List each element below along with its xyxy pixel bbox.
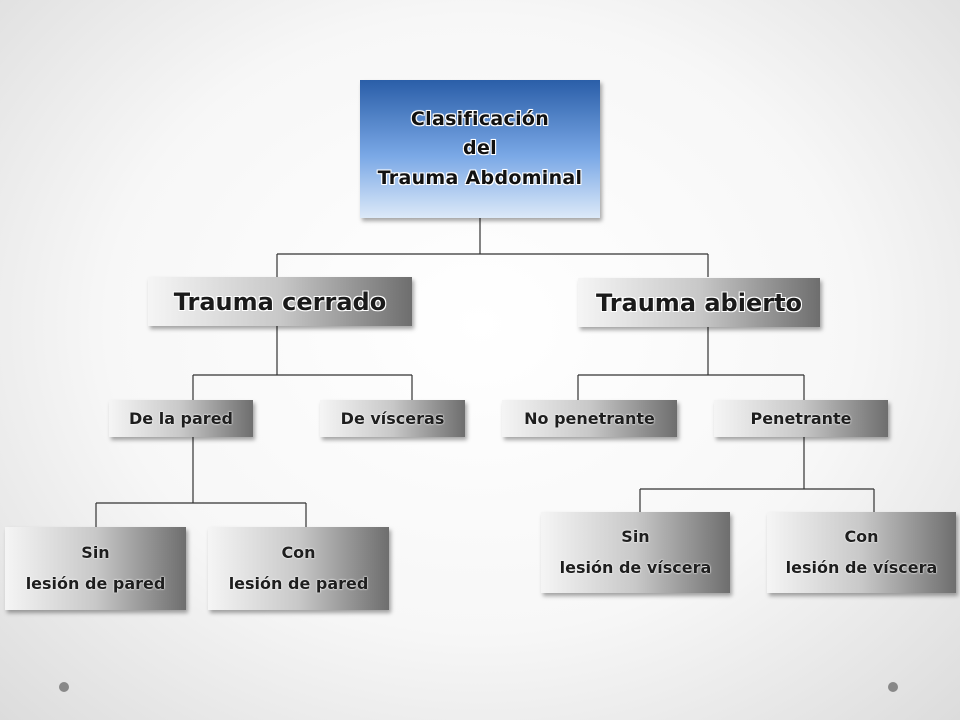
node-de-visceras-label: De vísceras xyxy=(340,408,445,428)
node-con-lesion-pared-line-2: lesión de pared xyxy=(228,573,369,593)
node-sin-lesion-viscera-line-2: lesión de víscera xyxy=(559,557,712,577)
connector-pared xyxy=(95,437,307,527)
node-penetrante-label: Penetrante xyxy=(750,408,852,428)
connector-cerrado xyxy=(192,326,413,400)
node-penetrante: Penetrante xyxy=(714,400,888,437)
root-node: Clasificación del Trauma Abdominal xyxy=(360,80,600,218)
node-con-lesion-viscera: Con lesión de víscera xyxy=(767,512,956,593)
connector-abierto xyxy=(577,327,805,400)
decorative-dot-right xyxy=(888,682,898,692)
node-con-lesion-pared-line-1: Con xyxy=(281,543,316,563)
node-no-penetrante: No penetrante xyxy=(502,400,677,437)
node-trauma-abierto-label: Trauma abierto xyxy=(595,288,803,317)
root-line-1: Clasificación xyxy=(410,107,550,130)
node-sin-lesion-pared-line-2: lesión de pared xyxy=(25,573,166,593)
connector-root xyxy=(276,218,709,277)
connector-penetrante xyxy=(639,437,875,512)
node-trauma-abierto: Trauma abierto xyxy=(578,278,820,327)
node-sin-lesion-pared: Sin lesión de pared xyxy=(5,527,186,610)
node-sin-lesion-viscera-line-1: Sin xyxy=(621,527,650,547)
node-con-lesion-pared: Con lesión de pared xyxy=(208,527,389,610)
node-de-la-pared-label: De la pared xyxy=(129,408,233,428)
node-trauma-cerrado-label: Trauma cerrado xyxy=(173,287,387,316)
node-con-lesion-viscera-line-1: Con xyxy=(844,527,879,547)
node-de-visceras: De vísceras xyxy=(320,400,465,437)
node-con-lesion-viscera-line-2: lesión de víscera xyxy=(785,557,938,577)
root-line-2: del xyxy=(463,137,497,160)
node-sin-lesion-pared-line-1: Sin xyxy=(81,543,110,563)
node-sin-lesion-viscera: Sin lesión de víscera xyxy=(541,512,730,593)
node-trauma-cerrado: Trauma cerrado xyxy=(148,277,412,326)
node-de-la-pared: De la pared xyxy=(109,400,253,437)
root-line-3: Trauma Abdominal xyxy=(377,166,583,189)
node-no-penetrante-label: No penetrante xyxy=(524,408,655,428)
decorative-dot-left xyxy=(59,682,69,692)
